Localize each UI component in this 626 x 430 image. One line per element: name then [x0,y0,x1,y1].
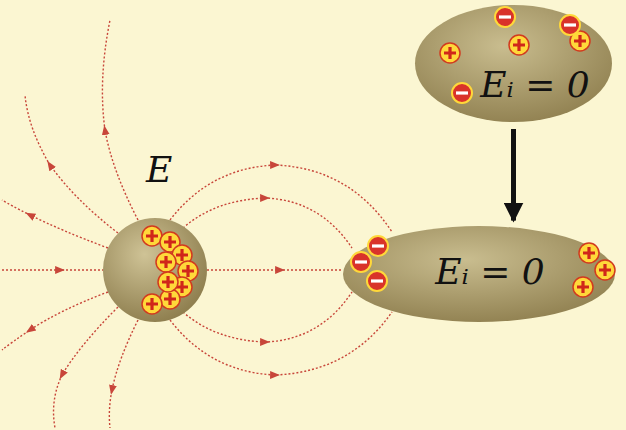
charge-disc [142,226,162,246]
minus-sign [499,15,511,18]
plus-sign [574,35,586,47]
minus-sign [371,279,383,282]
charge-disc [452,83,472,103]
charge-disc [579,243,599,263]
ellipse-outline [415,5,612,122]
plus-sign [599,264,611,276]
arrow-connector [511,129,516,221]
plus-sign [182,265,194,277]
conductor-ellipse: Eᵢ = 0 [343,226,615,322]
charge-disc [495,7,515,27]
positive-charge [142,294,162,314]
charge-disc [595,260,615,280]
positive-charge [595,260,615,280]
positive-charge [579,243,599,263]
negative-charge [367,271,387,291]
negative-charge [560,15,580,35]
positive-charge [142,226,162,246]
charge-disc [440,43,460,63]
conductor-ellipse: Eᵢ = 0 [415,5,612,122]
negative-charge [495,7,515,27]
plus-sign [577,281,589,293]
induced-charges [440,7,590,103]
minus-sign [372,244,384,247]
positive-charge [573,277,593,297]
minus-sign [355,260,367,263]
minus-sign [456,91,468,94]
plus-sign [164,236,176,248]
plus-sign [583,247,595,259]
positive-charge [440,43,460,63]
plus-sign [513,39,525,51]
negative-charge [368,236,388,256]
charge-disc [368,236,388,256]
field-lines [2,20,392,428]
plus-sign [176,249,188,261]
charge-disc [509,35,529,55]
positive-charge [509,35,529,55]
charge-disc [351,252,371,272]
ellipse-body [415,5,612,122]
charge-disc [573,277,593,297]
sphere-charges [142,226,198,314]
positive-charge [156,252,176,272]
field-value-text: Eᵢ = 0 [480,67,589,103]
field-value-text: Eᵢ = 0 [435,254,544,290]
minus-sign [564,23,576,26]
plus-sign [164,293,176,305]
plus-sign [160,256,172,268]
charge-disc [158,272,178,292]
charge-disc [560,15,580,35]
negative-charge [452,83,472,103]
charged-sphere [103,218,207,322]
plus-sign [146,298,158,310]
plus-sign [444,47,456,59]
charge-disc [156,252,176,272]
charge-disc [367,271,387,291]
field-label: E [146,152,172,188]
negative-charge [351,252,371,272]
positive-charge [158,272,178,292]
ellipse-body [343,226,615,322]
plus-sign [162,276,174,288]
plus-sign [146,230,158,242]
induced-charges [351,236,615,297]
charge-disc [142,294,162,314]
